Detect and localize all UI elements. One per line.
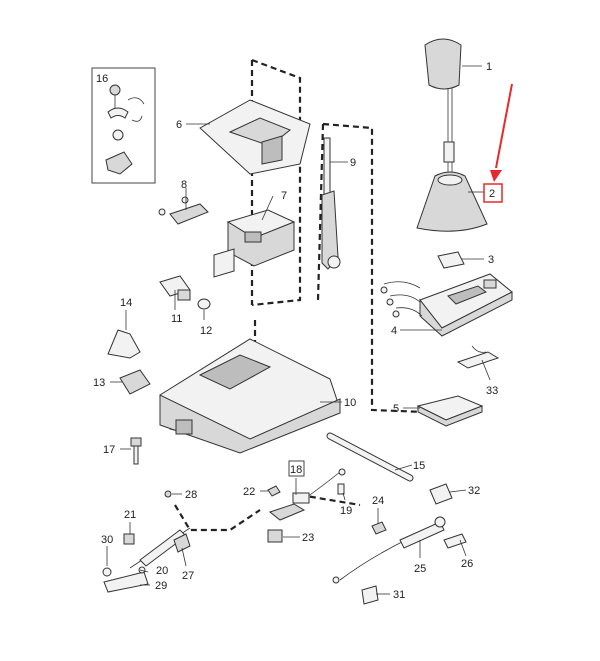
part-lever-8 <box>158 196 209 225</box>
part-shift-rod <box>321 137 341 270</box>
callout-29: 29 <box>155 580 167 592</box>
part-gaiter-boot <box>416 171 488 232</box>
highlight-arrowhead <box>490 170 502 182</box>
part-base-housing <box>159 338 341 454</box>
part-bolt-17 <box>130 437 142 465</box>
part-clip-23 <box>267 529 283 543</box>
part-knob <box>424 38 462 172</box>
callout-27: 27 <box>182 570 194 582</box>
callout-17: 17 <box>103 444 115 456</box>
part-upper-cover <box>199 99 311 175</box>
callout-30: 30 <box>101 534 113 546</box>
part-bushings-11-12 <box>159 275 211 310</box>
callout-20: 20 <box>156 565 168 577</box>
part-lower-right-cable <box>332 483 467 605</box>
callout-13: 13 <box>93 377 105 389</box>
part-clip-22 <box>267 485 281 497</box>
highlight-arrow <box>495 83 513 169</box>
callout-22: 22 <box>243 486 255 498</box>
callout-labels: 1 2 3 4 5 6 7 8 9 10 11 12 13 14 15 16 1… <box>93 61 498 601</box>
callout-2: 2 <box>489 188 495 200</box>
callout-18: 18 <box>290 464 302 476</box>
callout-box-18 <box>288 460 305 477</box>
callout-6: 6 <box>176 119 182 131</box>
callout-9: 9 <box>350 157 356 169</box>
part-clip-19 <box>337 483 345 495</box>
part-block-13 <box>119 369 151 395</box>
callout-21: 21 <box>124 509 136 521</box>
part-lower-bezel <box>416 395 484 427</box>
callout-12: 12 <box>200 325 212 337</box>
part-frame <box>437 251 465 269</box>
callout-5: 5 <box>393 403 399 415</box>
part-lower-left-cable <box>102 490 191 593</box>
callout-26: 26 <box>461 558 473 570</box>
callout-23: 23 <box>302 532 314 544</box>
part-bracket-14 <box>107 329 141 359</box>
part-bracket-33 <box>456 345 500 369</box>
part-cable-18 <box>268 468 346 521</box>
callout-31: 31 <box>393 589 405 601</box>
part-indicator-panel <box>380 273 513 337</box>
callout-10: 10 <box>344 397 356 409</box>
callout-1: 1 <box>486 61 492 73</box>
callout-11: 11 <box>171 313 182 325</box>
callout-25: 25 <box>414 563 426 575</box>
callout-7: 7 <box>281 190 287 202</box>
callout-28: 28 <box>185 489 197 501</box>
callout-24: 24 <box>372 495 384 507</box>
callout-32: 32 <box>468 485 480 497</box>
callout-19: 19 <box>340 505 352 517</box>
callout-leaders <box>106 65 491 595</box>
part-gate-housing <box>213 209 296 278</box>
highlight-box <box>483 183 503 203</box>
callout-8: 8 <box>181 179 187 191</box>
inset-box-16 <box>91 67 156 184</box>
part-cable-tube <box>326 432 414 482</box>
highlight-annotation <box>483 83 513 203</box>
callout-15: 15 <box>413 460 425 472</box>
callout-33: 33 <box>486 385 498 397</box>
callout-3: 3 <box>488 254 494 266</box>
callout-4: 4 <box>391 325 397 337</box>
callout-14: 14 <box>120 297 132 309</box>
callout-16: 16 <box>96 73 108 85</box>
